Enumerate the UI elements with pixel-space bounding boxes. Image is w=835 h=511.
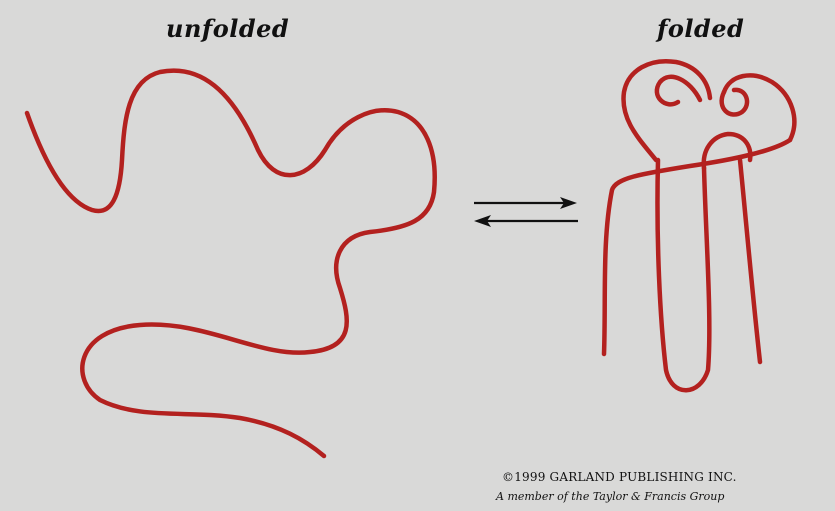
unfolded-chain: [27, 71, 435, 456]
copyright-notice: ©1999 GARLAND PUBLISHING INC.: [502, 470, 737, 484]
folded-chain: [604, 61, 794, 390]
publisher-credit: A member of the Taylor & Francis Group: [496, 490, 724, 503]
equilibrium-arrows-icon: [474, 197, 578, 227]
